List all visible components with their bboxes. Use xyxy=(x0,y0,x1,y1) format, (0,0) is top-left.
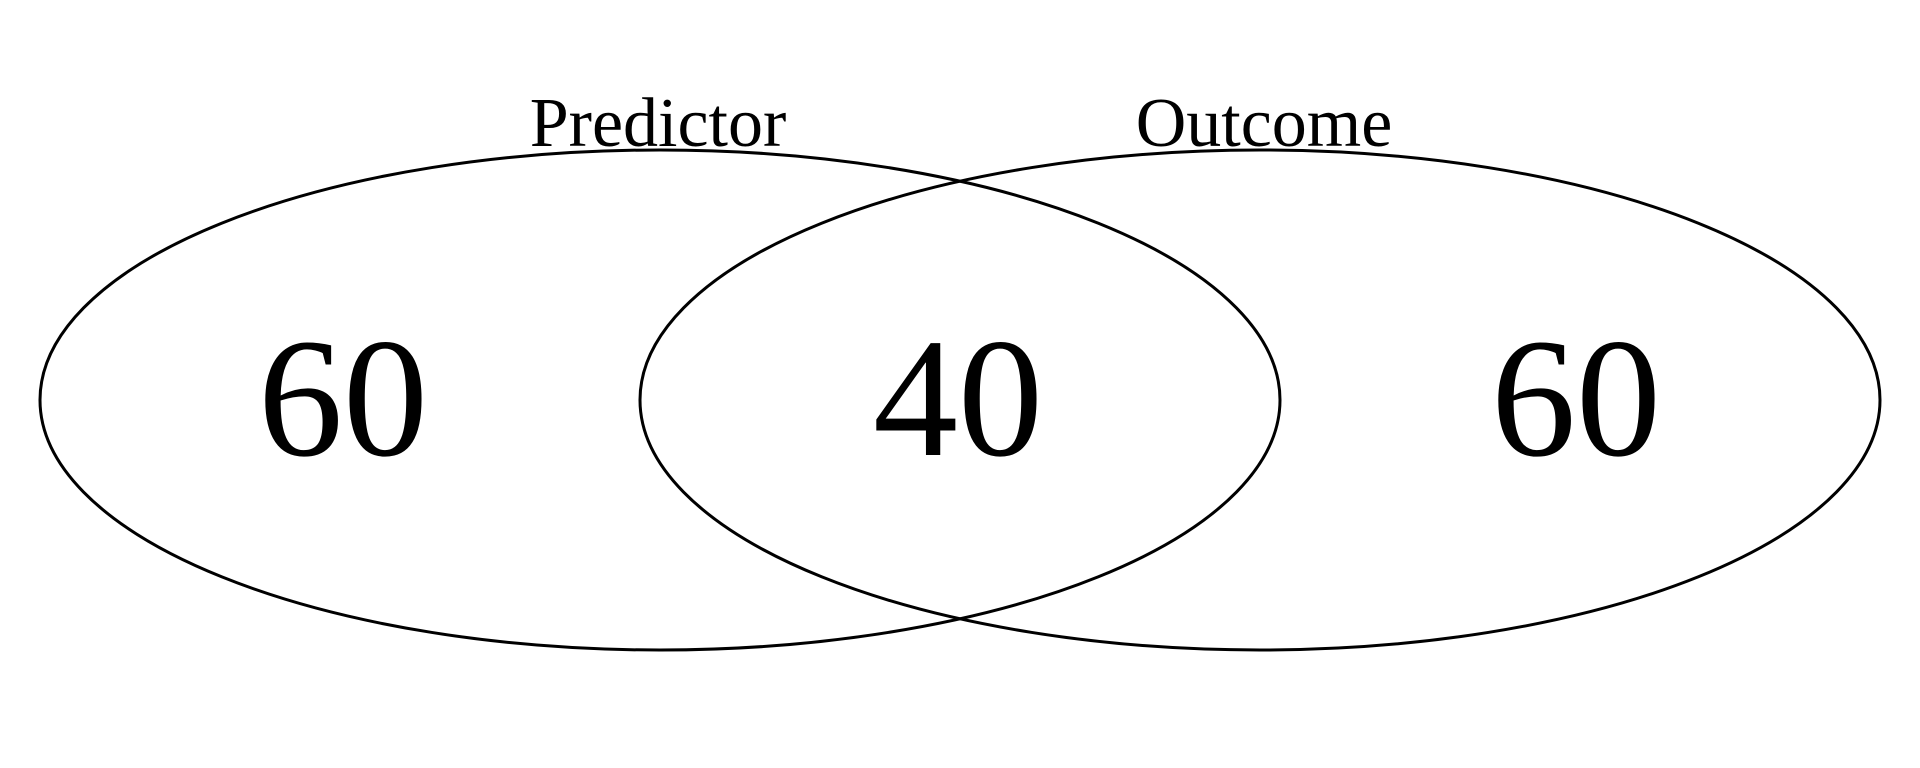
outcome-ellipse xyxy=(638,148,1882,652)
predictor-ellipse xyxy=(38,148,1282,652)
intersection-value: 40 xyxy=(873,304,1043,492)
outcome-set-label: Outcome xyxy=(1136,85,1393,162)
outcome-only-value: 60 xyxy=(1491,304,1661,492)
predictor-set-label: Predictor xyxy=(530,85,787,162)
predictor-only-value: 60 xyxy=(258,304,428,492)
